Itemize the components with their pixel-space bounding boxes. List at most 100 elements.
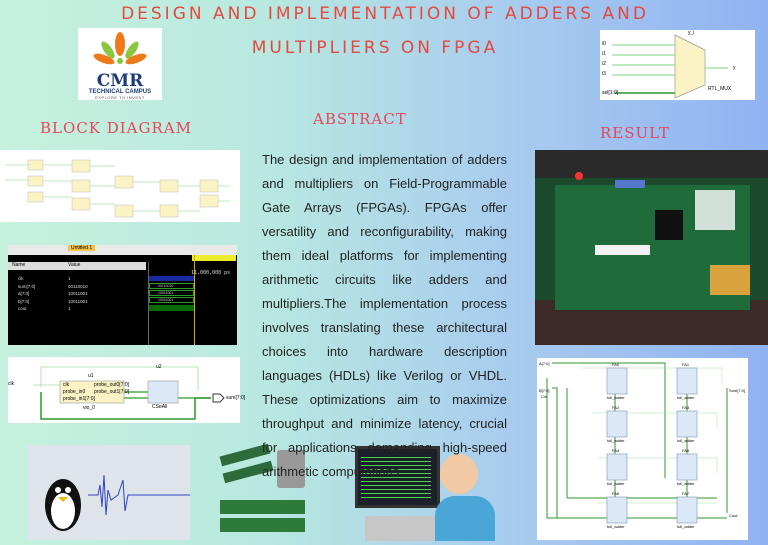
led-icon [575,172,583,180]
fa-type: full_adder [607,395,625,400]
signal-value: 1 [68,276,71,281]
vio-schematic: clk u1 u2 clk probe_in0 probe_in1[7:0] p… [8,357,245,423]
linux-audio-image [28,445,190,540]
wave-row: b[7:0] 10011001 [8,298,146,306]
logo-tagline: EXPLORE TO INVENT [95,95,145,100]
fpga-board-photo [535,150,768,345]
fa-label: FA5 [682,448,690,453]
mux-name: y_i [688,30,695,36]
ripple-adder-schematic: A[7:0] B[7:0] Cin Sum[7:0] Cout FA0 full_… [537,358,748,540]
cmr-logo: CMR TECHNICAL CAMPUS EXPLORE TO INVENT [78,28,162,100]
mux-type: RTL_MUX [708,86,732,92]
result-heading: RESULT [600,124,670,142]
full-adder-cell [606,367,628,395]
waveform-viewer: Untitled 1 Name Value 11,000,000 ps clk 1 … [8,245,237,345]
full-adder-cell [606,496,628,524]
programmer-image [355,446,505,541]
fa-label: FA3 [682,405,690,410]
port-cout: Cout [729,513,738,518]
ram-hardware-image [215,443,310,540]
trace-clk [149,276,194,281]
fa-label: FA6 [612,491,620,496]
signal-value: 10011001 [68,298,88,304]
fa-label: FA7 [682,491,690,496]
vio-label: vio_0 [83,405,95,411]
trace-a: 10011001 [149,290,194,296]
vio-port: probe_in0 [63,389,86,395]
mux-sel: sel[1:0] [602,90,619,96]
signal-name: sum[7:0] [18,283,36,289]
wave-time: 11,000,000 ps [191,270,231,276]
trace-cout [149,305,194,311]
divider [148,262,149,345]
vio-port: probe_out0[7:0] [94,382,130,388]
fa-label: FA0 [612,362,620,367]
cursor-marker[interactable] [192,255,236,261]
logo-name: CMR [96,71,144,91]
mux-schematic: i0 i1 i2 i3 sel[1:0] y y_i RTL_MUX [600,30,755,100]
abstract-text: The design and implementation of adders … [262,152,507,479]
full-adder-cell [606,453,628,481]
signal-name: cout [18,306,27,311]
full-adder-cell [676,453,698,481]
mux-in0: i0 [602,41,606,47]
signal-value: 10011001 [68,291,88,296]
fa-type: full_adder [677,481,695,486]
port-a: A[7:0] [539,361,550,366]
fa-type: full_adder [607,438,625,443]
abstract-heading: ABSTRACT [313,110,407,128]
title-line-1: DESIGN AND IMPLEMENTATION OF ADDERS AND [121,4,649,24]
signal-name: a[7:0] [18,291,30,296]
full-adder-cell [676,410,698,438]
csa-label: CSeAll [152,404,168,410]
cursor-line[interactable] [194,255,195,345]
full-adder-cell [606,410,628,438]
signal-name: b[7:0] [18,298,30,304]
sum-port: sum[7:0] [226,395,246,401]
logo-sub: TECHNICAL CAMPUS [88,89,152,95]
wave-row: clk 1 [8,275,146,283]
flower-icon [93,32,147,65]
clk-port: clk [8,381,15,387]
fa-label: FA2 [612,405,620,410]
fa-type: full_adder [677,524,695,529]
col-name: Name [12,262,26,268]
block-diagram-heading: BLOCK DIAGRAM [40,119,192,137]
fa-type: full_adder [677,395,695,400]
block-diagram-image [0,150,240,222]
fa-type: full_adder [607,524,625,529]
u2-label: u2 [156,364,162,370]
wave-header: Name Value [8,262,146,270]
port-sum: Sum[7:0] [729,388,746,393]
port-cin: Cin [541,394,548,399]
title-line-2: MULTIPLIERS ON FPGA [251,38,499,58]
signal-value: 1 [68,306,71,311]
fa-type: full_adder [607,481,625,486]
mux-in2: i2 [602,61,606,67]
vio-port: probe_out1[7:0] [94,389,130,395]
fa-label: FA4 [612,448,620,453]
u1-label: u1 [88,373,94,379]
signal-name: clk [18,276,24,281]
vio-port: probe_in1[7:0] [63,396,95,402]
wave-row: cout 1 [8,305,146,313]
mux-out: y [733,65,736,71]
trace-sum: 00110010 [149,283,194,289]
trace-b: 10011001 [149,297,194,303]
wave-row: a[7:0] 10011001 [8,290,146,298]
wave-tabbar: Untitled 1 [8,245,237,255]
wave-row: sum[7:0] 00110010 [8,283,146,291]
fa-label: FA1 [682,362,690,367]
signal-value: 00110010 [68,283,88,289]
port-b: B[7:0] [539,388,550,393]
mux-in3: i3 [602,71,606,77]
full-adder-cell [676,367,698,395]
wave-tab[interactable]: Untitled 1 [68,245,96,251]
penguin-icon [45,479,81,531]
mux-in1: i1 [602,51,606,57]
wave-rows: clk 1 sum[7:0] 00110010 a[7:0] 10011001 b[7… [8,275,146,313]
col-value: Value [68,262,81,268]
vio-port: clk [63,382,70,388]
fa-type: full_adder [677,438,695,443]
full-adder-cell [676,496,698,524]
